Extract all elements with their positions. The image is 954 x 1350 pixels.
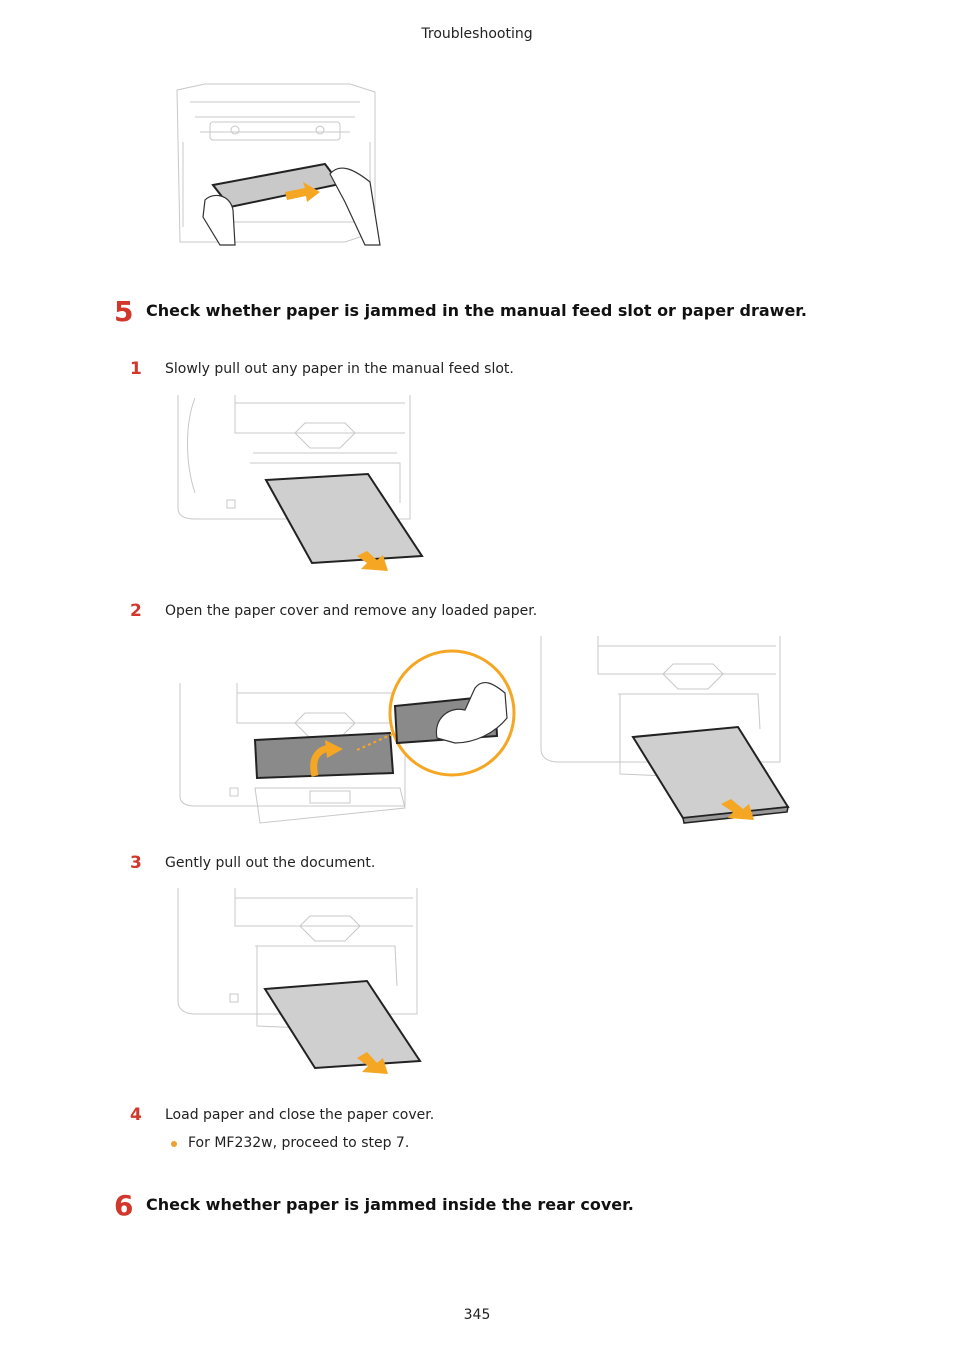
bullet-icon (171, 1141, 177, 1147)
substep-text: Open the paper cover and remove any load… (165, 603, 538, 619)
substep-number: 3 (130, 853, 142, 873)
substep-number: 2 (130, 601, 142, 621)
illustration-open-paper-cover (179, 649, 516, 824)
step-title: Check whether paper is jammed inside the… (146, 1195, 634, 1214)
illustration-remove-jammed-paper-inside (176, 83, 381, 246)
page-number: 345 (463, 1307, 491, 1323)
substep-number: 4 (130, 1105, 142, 1125)
substep-text: Slowly pull out any paper in the manual … (165, 361, 514, 377)
bullet-text: For MF232w, proceed to step 7. (188, 1135, 410, 1151)
step-title: Check whether paper is jammed in the man… (146, 301, 807, 320)
substep-text: Gently pull out the document. (165, 855, 376, 871)
substep-number: 1 (130, 359, 142, 379)
page-header: Troubleshooting (421, 26, 533, 42)
step-number: 5 (114, 295, 134, 328)
illustration-manual-feed-paper (177, 395, 424, 571)
step-number: 6 (114, 1189, 134, 1222)
illustration-remove-loaded-paper (540, 636, 790, 824)
substep-text: Load paper and close the paper cover. (165, 1107, 435, 1123)
illustration-pull-out-document (177, 888, 422, 1074)
